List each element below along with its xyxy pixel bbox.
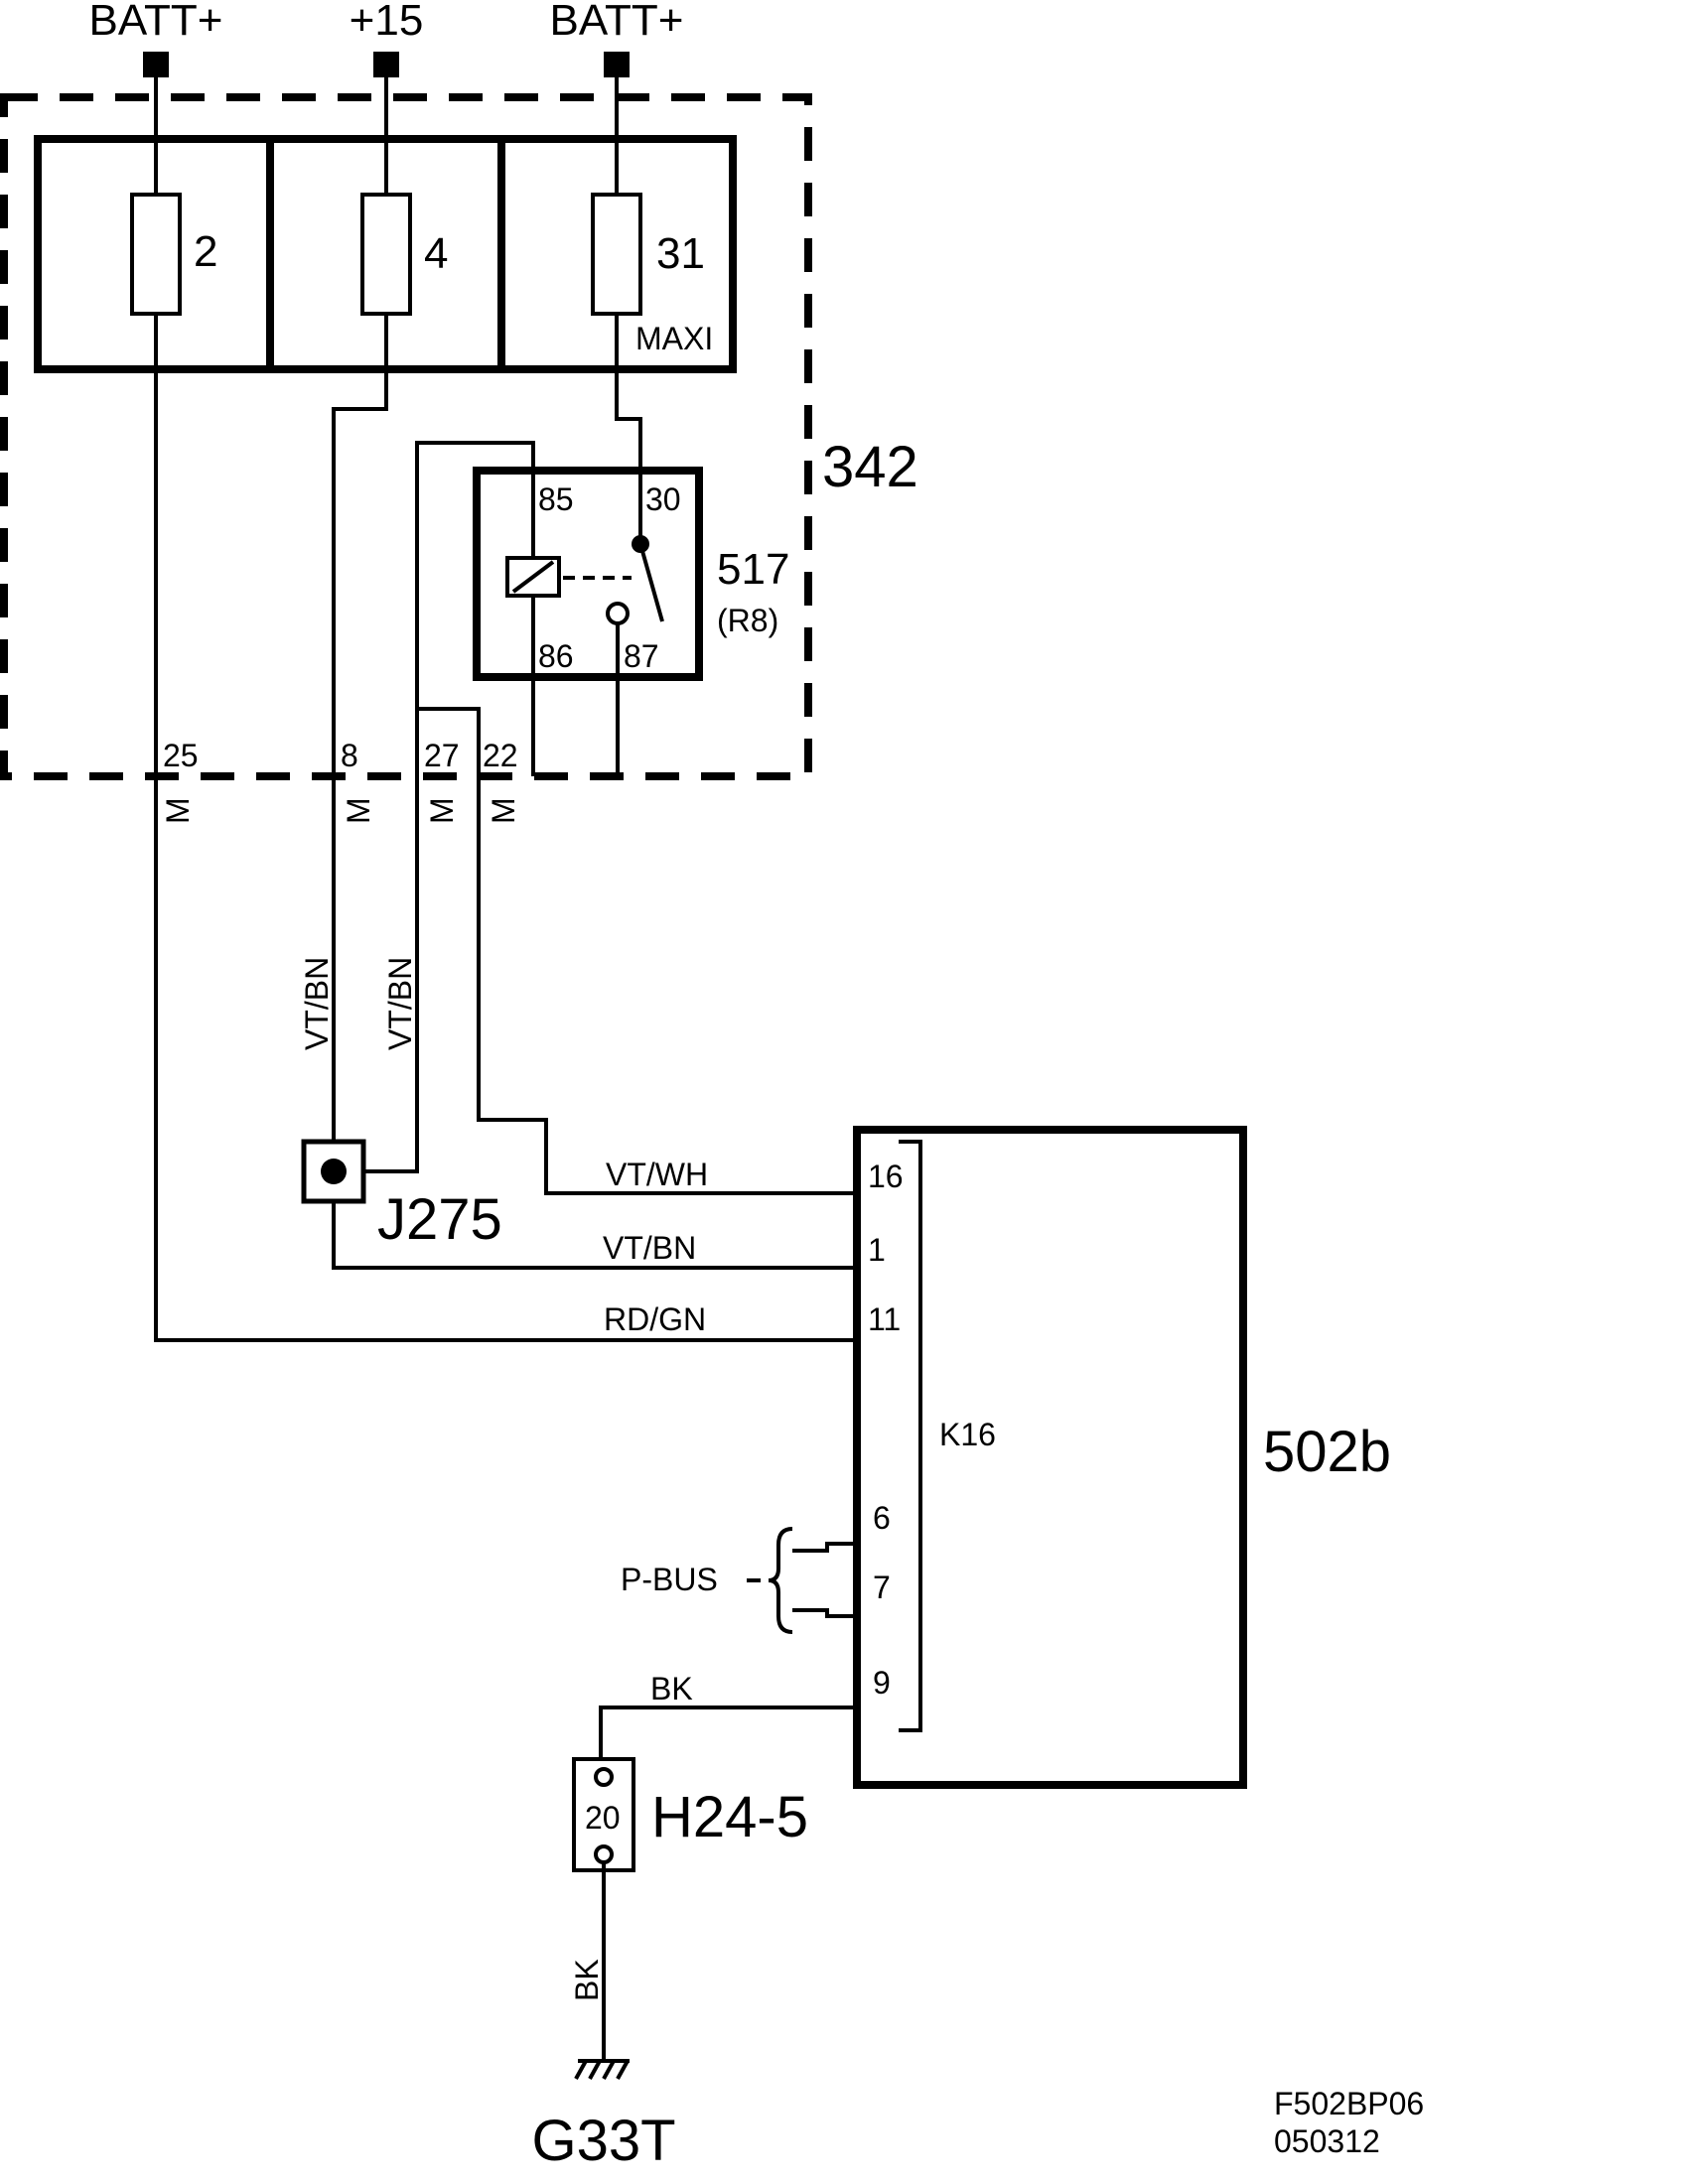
module-connector-id: K16	[939, 1417, 996, 1452]
fuse-31-label: 31	[656, 229, 705, 278]
fuse-box-outline	[0, 93, 812, 780]
module-pin-9: 9	[873, 1665, 891, 1701]
terminal-batt-right-label: BATT+	[550, 0, 684, 45]
h24-5-pin-top	[594, 1767, 614, 1787]
wire-label-bk-top: BK	[650, 1671, 693, 1706]
fuse-31	[591, 193, 642, 316]
wire-label-vt-wh: VT/WH	[606, 1157, 708, 1192]
h24-5-pin-bottom	[594, 1844, 614, 1864]
relay-pin-85: 85	[538, 481, 574, 517]
relay-pin-86: 86	[538, 638, 574, 674]
relay-pin-30: 30	[645, 481, 681, 517]
connector-m-22: M	[486, 797, 521, 824]
connector-m-25: M	[160, 797, 196, 824]
pin-22-label: 22	[483, 738, 518, 773]
module-pin-6: 6	[873, 1500, 891, 1536]
wire-label-vt-bn-left: VT/BN	[299, 957, 335, 1050]
connector-m-27: M	[424, 797, 460, 824]
relay-517	[473, 467, 703, 681]
terminal-15-label: +15	[350, 0, 424, 45]
wire-label-bk-bottom: BK	[569, 1959, 605, 2001]
module-pin-11: 11	[868, 1301, 901, 1337]
relay-id: 517	[717, 545, 789, 594]
h24-5-pin-label: 20	[585, 1800, 621, 1836]
fuse-4	[360, 193, 412, 316]
connector-m-8: M	[341, 797, 376, 824]
module-pin-7: 7	[873, 1570, 891, 1605]
terminal-batt-left-label: BATT+	[89, 0, 223, 45]
wire-label-rd-gn: RD/GN	[604, 1301, 706, 1337]
relay-pin-87: 87	[624, 638, 659, 674]
ground-symbol	[574, 2059, 630, 2080]
splice-id: J275	[377, 1187, 502, 1252]
module-502b	[853, 1126, 1247, 1789]
fuse-box-id: 342	[822, 435, 918, 499]
splice-dot	[321, 1159, 347, 1184]
fuse-4-label: 4	[424, 229, 448, 278]
relay-contact-87	[606, 602, 630, 625]
footer-date: 050312	[1274, 2123, 1380, 2159]
fuse-2	[130, 193, 182, 316]
pin-27-label: 27	[424, 738, 460, 773]
footer-code: F502BP06	[1274, 2086, 1424, 2121]
module-pin-16: 16	[868, 1159, 904, 1194]
fuse-31-type: MAXI	[635, 321, 713, 356]
wire-label-vt-bn-right: VT/BN	[382, 957, 418, 1050]
pin-25-label: 25	[163, 738, 199, 773]
wire-label-vt-bn-h: VT/BN	[603, 1230, 696, 1266]
relay-alt-id: (R8)	[717, 603, 778, 638]
pin-8-label: 8	[341, 738, 358, 773]
ground-connector-id: H24-5	[651, 1785, 808, 1849]
module-id: 502b	[1263, 1420, 1391, 1484]
module-pin-1: 1	[868, 1232, 886, 1268]
ground-point-id: G33T	[531, 2109, 675, 2173]
fuse-2-label: 2	[194, 227, 217, 276]
bus-label: P-BUS	[621, 1562, 718, 1597]
